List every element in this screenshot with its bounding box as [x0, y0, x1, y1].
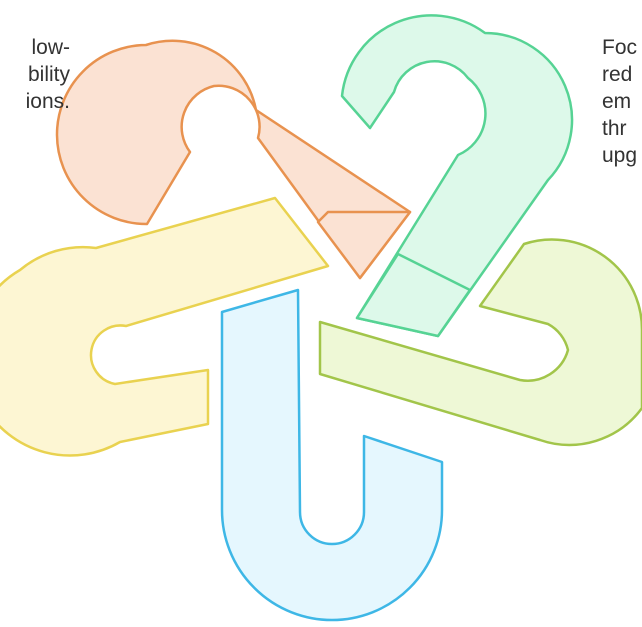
right-caption-line-4: thr — [602, 115, 637, 142]
left-caption-line-2: bility — [26, 61, 70, 88]
left-caption: low- bility ions. — [26, 34, 70, 115]
right-caption-line-1: Foc — [602, 34, 637, 61]
left-caption-line-1: low- — [26, 34, 70, 61]
right-caption-line-5: upg — [602, 142, 637, 169]
right-caption-line-3: em — [602, 88, 637, 115]
right-caption: Foc red em thr upg — [602, 34, 637, 169]
left-caption-line-3: ions. — [26, 88, 70, 115]
right-caption-line-2: red — [602, 61, 637, 88]
